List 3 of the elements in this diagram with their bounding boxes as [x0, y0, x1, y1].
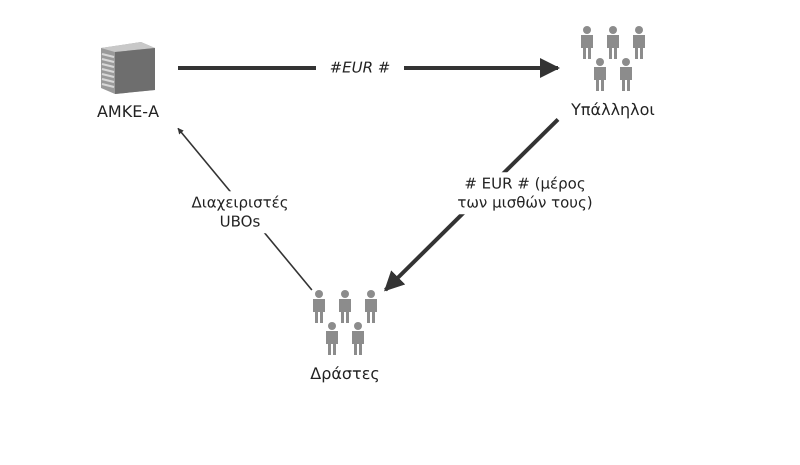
node-label: ΑΜΚΕ-Α: [96, 102, 160, 121]
node-label: Δράστες: [310, 364, 380, 383]
node-label: Υπάλληλοι: [571, 100, 655, 119]
